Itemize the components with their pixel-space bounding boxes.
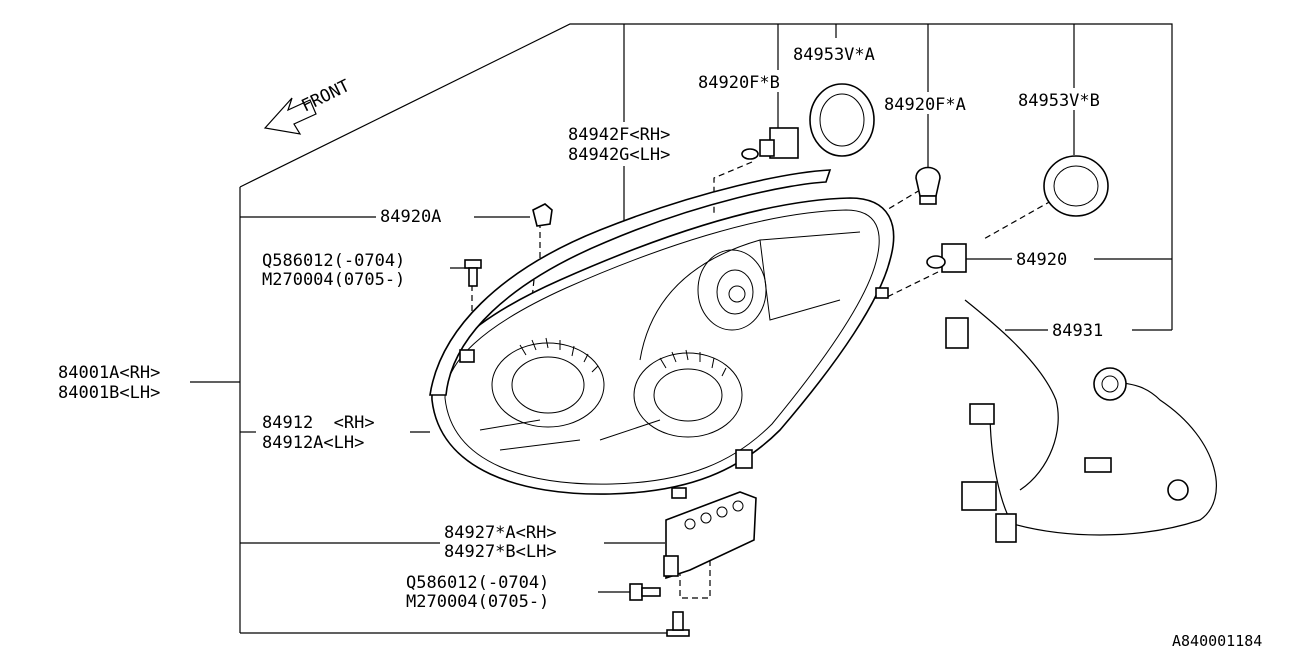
- headlamp-housing: [429, 169, 895, 499]
- screw-bottom: [629, 583, 661, 601]
- leader-lines: [190, 24, 1172, 593]
- label-84927a: 84927*A<RH>: [444, 523, 557, 543]
- label-84920f-b: 84920F*B: [698, 73, 780, 93]
- label-84953v-a: 84953V*A: [793, 45, 875, 65]
- front-label: FRONT: [298, 76, 353, 116]
- wiring-harness-84931: [945, 299, 1217, 543]
- label-84920f-a: 84920F*A: [884, 95, 966, 115]
- label-84920a: 84920A: [380, 207, 441, 227]
- label-m270004-bottom: M270004(0705-): [406, 592, 549, 612]
- label-84001a: 84001A<RH>: [58, 363, 160, 383]
- bulb-84920f-a: [915, 166, 941, 205]
- front-arrow: FRONT: [263, 76, 353, 135]
- label-84912a: 84912A<LH>: [262, 433, 364, 453]
- label-q586012-top: Q586012(-0704): [262, 251, 405, 271]
- label-84953v-b: 84953V*B: [1018, 91, 1100, 111]
- label-84927b: 84927*B<LH>: [444, 542, 557, 562]
- label-84942g: 84942G<LH>: [568, 145, 670, 165]
- socket-84920f-b: [741, 127, 799, 160]
- bolt-bottom: [666, 611, 690, 637]
- cap-84953v-b: [1043, 155, 1109, 217]
- cap-84953v-a: [809, 83, 875, 157]
- bulb-84920: [926, 243, 967, 273]
- part-labels: 84953V*A 84920F*B 84920F*A 84953V*B 8494…: [58, 45, 1262, 650]
- figure-id: A840001184: [1172, 632, 1262, 650]
- lower-bracket: [663, 491, 757, 580]
- label-84942f: 84942F<RH>: [568, 125, 670, 145]
- label-q586012-bottom: Q586012(-0704): [406, 573, 549, 593]
- assembly-frame: [239, 23, 1173, 634]
- screw-top: [464, 259, 482, 287]
- label-m270004-top: M270004(0705-): [262, 270, 405, 290]
- label-84912: 84912 <RH>: [262, 413, 375, 433]
- label-84920: 84920: [1016, 250, 1067, 270]
- label-84931: 84931: [1052, 321, 1103, 341]
- clip-84920a: [532, 203, 553, 227]
- label-84001b: 84001B<LH>: [58, 383, 160, 403]
